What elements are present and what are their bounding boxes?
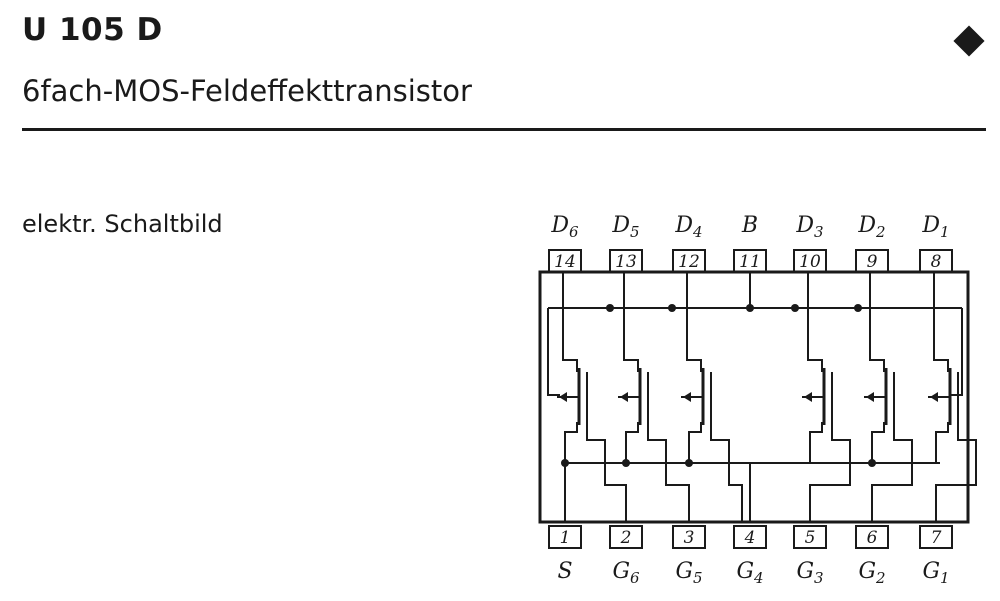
pin-1: 1: [548, 525, 582, 549]
pin-11: 11: [733, 249, 767, 273]
pin-number: 7: [931, 528, 942, 548]
pin-5: 5: [793, 525, 827, 549]
junction-dot: [791, 304, 799, 312]
pin-13: 13: [609, 249, 643, 273]
mosfet-symbol: [557, 272, 627, 522]
pin-number: 14: [554, 252, 576, 272]
top-pin-label: D6: [550, 213, 579, 241]
part-number: U 105 D: [22, 12, 163, 48]
top-pin-label: D3: [795, 213, 823, 241]
transistor-group: [557, 272, 977, 522]
mosfet-symbol: [928, 272, 977, 522]
mosfet-symbol: [681, 272, 743, 522]
top-pin-label: D5: [611, 213, 639, 241]
pin-14: 14: [548, 249, 582, 273]
pin-number: 12: [678, 252, 700, 272]
pin-number: 9: [867, 252, 878, 272]
top-pin-label: D2: [857, 213, 885, 241]
part-description: 6fach-MOS-Feldeffekttransistor: [22, 74, 472, 108]
pin-group: 14 D6 13 D5 12 D4 11 B 10 D3 9 D2 8 D1 1S 2G6 3G5 4G4 5G3 6…: [548, 213, 953, 587]
pin-number: 10: [799, 252, 821, 272]
pin-number: 6: [867, 528, 878, 548]
top-pin-label: B: [741, 213, 758, 238]
mosfet-symbol: [802, 272, 851, 522]
bottom-pin-label: S: [557, 559, 572, 584]
pin-number: 8: [931, 252, 942, 272]
top-pin-label: D1: [921, 213, 949, 241]
pin-6: 6: [855, 525, 889, 549]
pin-number: 2: [620, 528, 632, 548]
pin-4: 4: [733, 525, 767, 549]
pin-10: 10: [793, 249, 827, 273]
pin-9: 9: [855, 249, 889, 273]
pin-12: 12: [672, 249, 706, 273]
header-divider: [22, 128, 986, 131]
mosfet-symbol: [618, 272, 690, 522]
substrate-return-right: [950, 308, 963, 396]
junction-dot: [746, 304, 754, 312]
pin-number: 3: [684, 528, 695, 548]
bottom-pin-label: G4: [736, 559, 763, 587]
bottom-pin-label: G2: [858, 559, 885, 587]
junction-dot: [606, 304, 614, 312]
pin-7: 7: [919, 525, 953, 549]
pin-8: 8: [919, 249, 953, 273]
bottom-pin-label: G5: [675, 559, 702, 587]
pin-number: 4: [744, 528, 756, 548]
bottom-pin-label: G3: [796, 559, 823, 587]
bottom-pin-label: G1: [922, 559, 949, 587]
bottom-pin-label: G6: [612, 559, 640, 587]
pin-number: 5: [805, 528, 816, 548]
substrate-return-left: [547, 308, 560, 396]
pin-2: 2: [609, 525, 643, 549]
pin-number: 1: [560, 528, 571, 548]
section-label: elektr. Schaltbild: [22, 210, 223, 238]
junction-dot: [668, 304, 676, 312]
junction-dot: [854, 304, 862, 312]
pin-number: 11: [739, 252, 761, 272]
top-pin-label: D4: [674, 213, 702, 241]
mosfet-symbol: [864, 272, 913, 522]
pin-number: 13: [615, 252, 637, 272]
pin-3: 3: [672, 525, 706, 549]
